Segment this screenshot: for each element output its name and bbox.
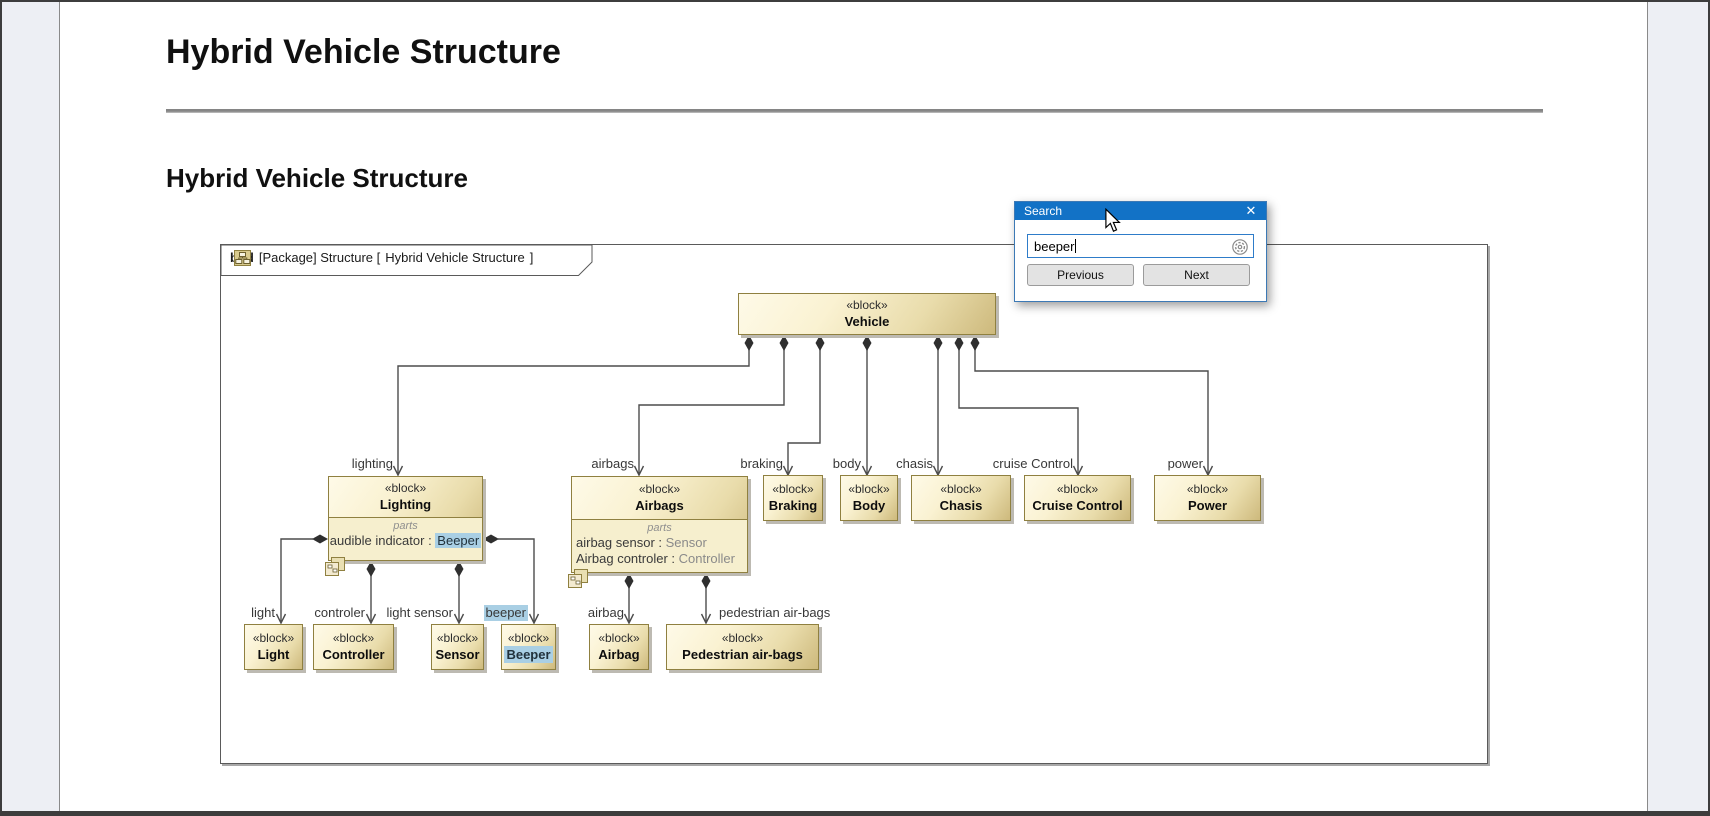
block-body[interactable]: «block» Body — [840, 475, 898, 521]
part-name: Airbag controler : — [576, 551, 675, 566]
part-type: Controller — [675, 551, 735, 566]
part-name: airbag sensor : — [576, 535, 662, 550]
stereotype-label: «block» — [846, 298, 888, 312]
part-airbag-controler: Airbag controler : Controller — [572, 551, 747, 567]
frame-header-tab: bdd [Package] Structure [ Hybrid Vehicle… — [221, 245, 593, 276]
block-name: Light — [257, 647, 290, 662]
block-light[interactable]: «block» Light — [244, 624, 303, 670]
search-input[interactable]: beeper — [1027, 234, 1254, 258]
stereotype-label: «block» — [507, 631, 550, 645]
stereotype-label: «block» — [436, 631, 479, 645]
diagram-icon — [234, 250, 251, 266]
block-name: Controller — [322, 647, 385, 662]
stereotype-label: «block» — [721, 631, 764, 645]
edge-label-body: body — [832, 456, 861, 471]
section-title: Hybrid Vehicle Structure — [166, 163, 468, 193]
stereotype-label: «block» — [384, 481, 427, 495]
stereotype-label: «block» — [1186, 482, 1229, 496]
block-name: Cruise Control — [1032, 498, 1123, 513]
search-highlight: Beeper — [435, 533, 482, 548]
block-name: Sensor — [435, 647, 480, 662]
block-sensor[interactable]: «block» Sensor — [431, 624, 484, 670]
stereotype-label: «block» — [332, 631, 375, 645]
block-power[interactable]: «block» Power — [1154, 475, 1261, 521]
block-braking[interactable]: «block» Braking — [763, 475, 823, 521]
edge-label-lighting: lighting — [351, 456, 393, 471]
frame-tab-outline — [221, 245, 593, 276]
parts-compartment: parts audible indicator : Beeper — [329, 517, 482, 560]
search-options-gear-icon[interactable] — [1231, 238, 1249, 256]
previous-button[interactable]: Previous — [1027, 264, 1134, 286]
block-airbags[interactable]: «block» Airbags parts airbag sensor : Se… — [571, 476, 748, 573]
block-name: Braking — [768, 498, 818, 513]
edge-label-airbag: airbag — [587, 605, 624, 620]
left-margin-gutter — [2, 2, 60, 811]
edge-label-controler: controler — [314, 605, 365, 620]
internal-structure-icon — [325, 557, 345, 576]
block-name: Vehicle — [844, 314, 890, 329]
stereotype-label: «block» — [598, 631, 640, 645]
block-name: Pedestrian air-bags — [682, 647, 803, 662]
block-pedestrian-airbags[interactable]: «block» Pedestrian air-bags — [666, 624, 819, 670]
edge-label-beeper-highlighted: beeper — [483, 605, 528, 621]
edge-label-airbags: airbags — [591, 456, 634, 471]
edge-label-chasis: chasis — [896, 456, 933, 471]
parts-compartment: parts airbag sensor : Sensor Airbag cont… — [572, 519, 747, 572]
bdd-diagram-frame: bdd [Package] Structure [ Hybrid Vehicle… — [220, 244, 1488, 764]
block-airbag[interactable]: «block» Airbag — [589, 624, 649, 670]
diagram-name: Hybrid Vehicle Structure — [385, 250, 525, 265]
part-type: Sensor — [662, 535, 707, 550]
block-lighting[interactable]: «block» Lighting parts audible indicator… — [328, 476, 483, 561]
block-name: Airbag — [598, 647, 640, 662]
part-name: audible indicator : — [329, 533, 436, 548]
stereotype-label: «block» — [940, 482, 982, 496]
close-icon[interactable]: ✕ — [1245, 203, 1257, 218]
block-name: Chasis — [939, 498, 983, 513]
edge-label-light-sensor: light sensor — [386, 605, 453, 620]
next-button[interactable]: Next — [1143, 264, 1250, 286]
edge-label-pedestrian-airbags: pedestrian air-bags — [719, 605, 831, 620]
stereotype-label: «block» — [252, 631, 295, 645]
stereotype-label: «block» — [638, 482, 681, 496]
block-vehicle[interactable]: «block» Vehicle — [738, 293, 996, 335]
internal-structure-icon — [568, 569, 588, 588]
block-name-highlighted: Beeper — [504, 646, 553, 663]
text-caret — [1075, 239, 1077, 253]
block-beeper[interactable]: «block»Beeper — [501, 624, 556, 670]
diagram-context: [Package] Structure [ — [258, 250, 381, 265]
right-margin-gutter — [1647, 2, 1708, 811]
search-dialog-titlebar[interactable]: Search — [1015, 202, 1266, 220]
horizontal-rule — [166, 109, 1543, 113]
stereotype-label: «block» — [1056, 482, 1099, 496]
search-dialog: Search ✕ beeper Previous Next — [1014, 201, 1267, 302]
stereotype-label: «block» — [772, 482, 814, 496]
part-audible-indicator: audible indicator : Beeper — [329, 533, 482, 549]
block-name: Airbags — [635, 498, 684, 513]
diagram-bracket: ] — [529, 250, 534, 265]
edge-label-braking: braking — [740, 456, 783, 471]
search-query-text: beeper — [1034, 238, 1075, 254]
search-dialog-title: Search — [1024, 204, 1063, 218]
block-name: Power — [1187, 498, 1227, 513]
block-chasis[interactable]: «block» Chasis — [911, 475, 1011, 521]
page-title: Hybrid Vehicle Structure — [166, 33, 561, 71]
block-cruise-control[interactable]: «block» Cruise Control — [1024, 475, 1131, 521]
stereotype-label: «block» — [848, 482, 890, 496]
block-controller[interactable]: «block» Controller — [313, 624, 394, 670]
parts-keyword: parts — [393, 520, 418, 532]
edge-label-light: light — [251, 605, 275, 620]
parts-keyword: parts — [647, 522, 672, 534]
block-name: Lighting — [379, 497, 432, 512]
part-airbag-sensor: airbag sensor : Sensor — [572, 535, 747, 551]
edge-label-power: power — [1167, 456, 1203, 471]
edge-label-cruise-control: cruise Control — [992, 456, 1073, 471]
block-name: Body — [852, 498, 886, 513]
